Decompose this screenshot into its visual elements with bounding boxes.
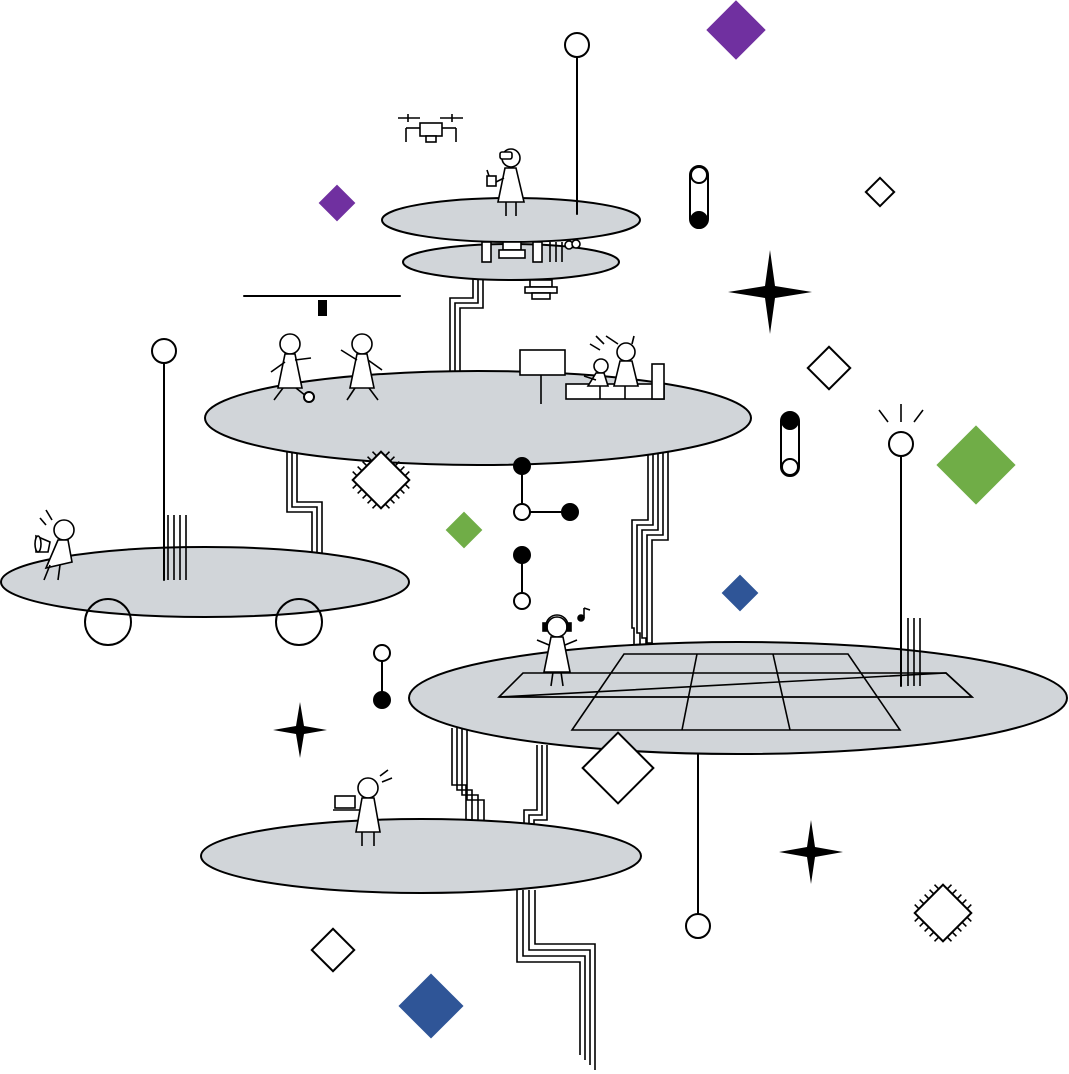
cable-middle-to-left bbox=[286, 450, 323, 578]
middle-antenna bbox=[151, 338, 177, 581]
toggle-icon bbox=[780, 411, 800, 477]
diamond-icon bbox=[721, 574, 759, 612]
diamond-icon bbox=[398, 973, 464, 1039]
person-soccer-player bbox=[340, 333, 383, 401]
cable-stub-left bbox=[167, 515, 187, 580]
right-antenna bbox=[878, 404, 924, 687]
person-sitting-icon bbox=[583, 358, 610, 387]
right-underside-rod bbox=[685, 753, 711, 939]
node-connector bbox=[513, 546, 531, 610]
screen-icon bbox=[519, 349, 566, 404]
person-cheering-icon bbox=[589, 335, 640, 387]
platform-bottom bbox=[200, 818, 642, 894]
sofa-icon bbox=[565, 363, 665, 400]
sparkle-icon bbox=[779, 820, 843, 884]
diamond-icon bbox=[936, 425, 1016, 505]
laptop-icon bbox=[333, 795, 360, 811]
dance-floor-grid bbox=[497, 653, 975, 731]
chip-icon bbox=[913, 883, 973, 943]
person-vr-icon bbox=[486, 148, 526, 216]
diamond-icon bbox=[445, 511, 483, 549]
chip-icon bbox=[351, 450, 411, 510]
diamond-icon bbox=[318, 184, 356, 222]
diamond-icon bbox=[310, 927, 356, 973]
sparkle-icon bbox=[273, 702, 327, 758]
sparkle-icon bbox=[728, 250, 812, 334]
node-connector bbox=[373, 644, 391, 709]
toggle-icon bbox=[689, 165, 709, 229]
node-connector bbox=[513, 457, 579, 521]
soccer-ball-icon bbox=[303, 391, 315, 403]
diamond-icon bbox=[864, 176, 896, 208]
person-headphones-icon bbox=[536, 614, 578, 687]
diamond-icon bbox=[706, 0, 766, 60]
top-underside-gear bbox=[481, 239, 581, 300]
person-laptop-icon bbox=[355, 769, 393, 846]
person-megaphone-icon bbox=[34, 509, 75, 581]
platform-right bbox=[408, 641, 1068, 755]
top-antenna bbox=[564, 32, 590, 215]
lamp-icon bbox=[243, 295, 401, 316]
cable-bottom-down bbox=[516, 890, 596, 1070]
person-soccer-player bbox=[270, 333, 312, 401]
diamond-icon bbox=[806, 345, 852, 391]
platform-top bbox=[381, 197, 641, 243]
diamond-icon bbox=[581, 731, 655, 805]
wheel bbox=[84, 598, 132, 646]
drone-icon bbox=[398, 114, 463, 143]
music-note-icon bbox=[577, 607, 591, 622]
wheel bbox=[275, 598, 323, 646]
